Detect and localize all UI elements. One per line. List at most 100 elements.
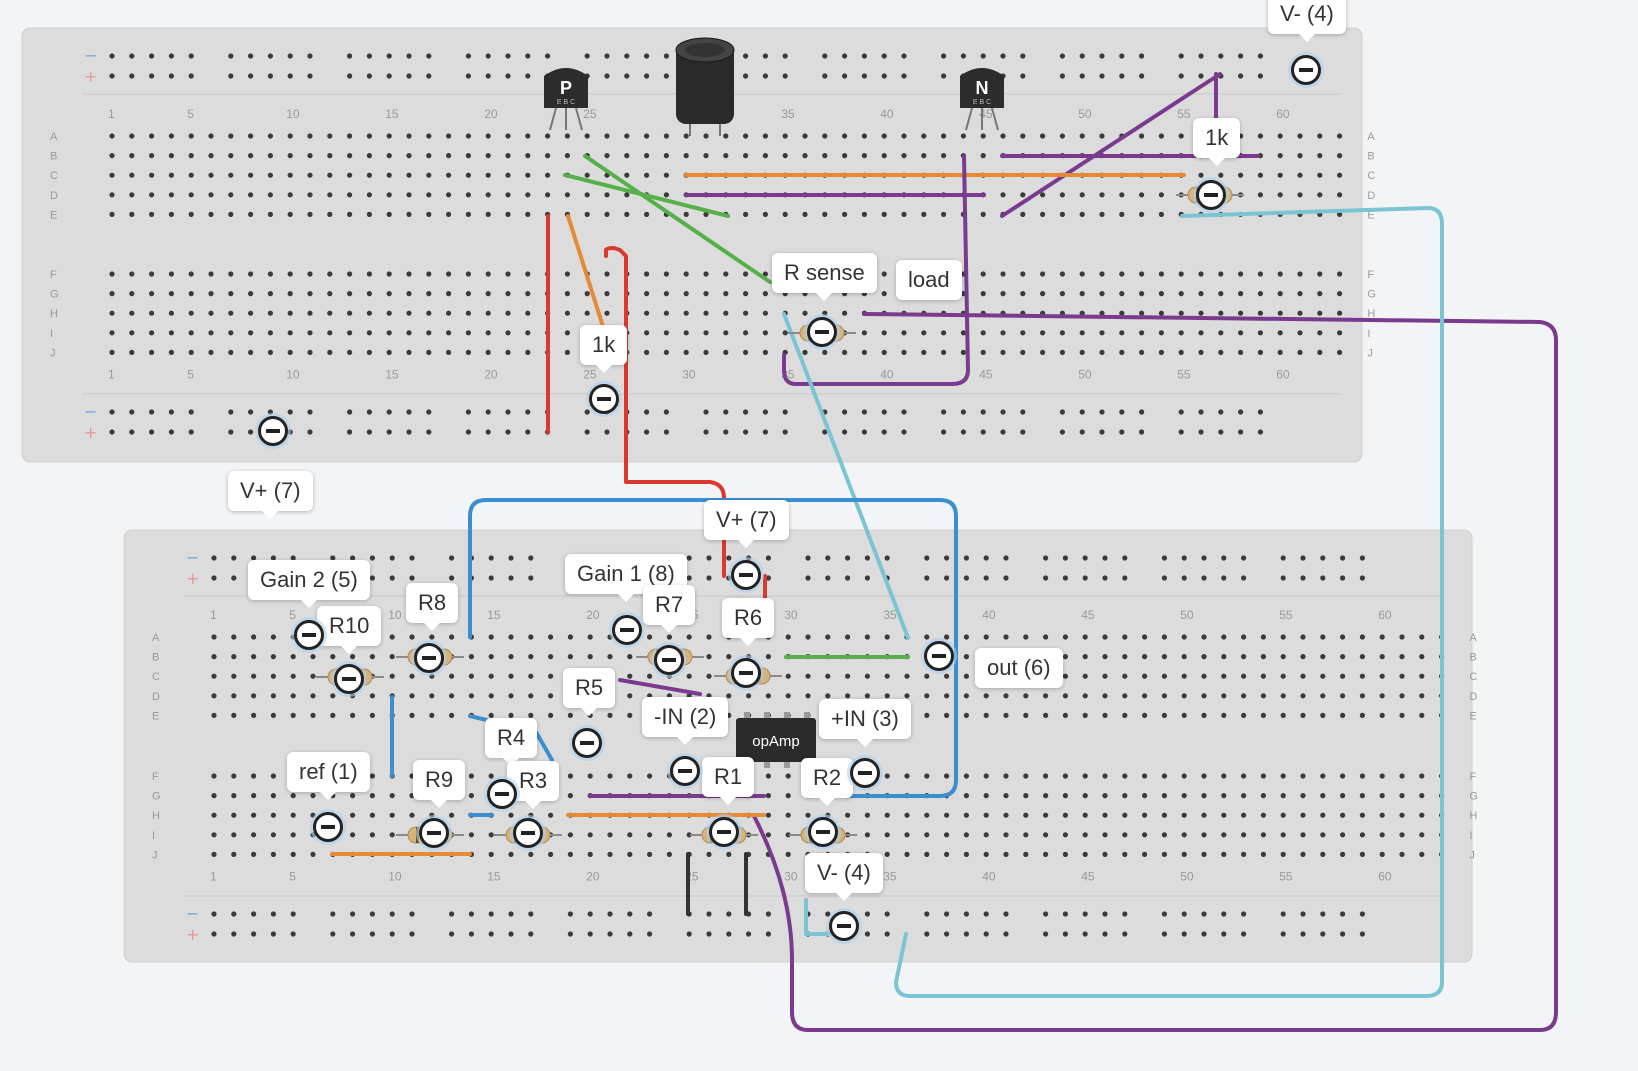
probe-gain2[interactable] xyxy=(294,620,324,650)
terminal-hole xyxy=(168,133,174,139)
probe-r2[interactable] xyxy=(808,817,838,847)
rail-hole xyxy=(525,73,531,79)
probe-v-plus-mid[interactable] xyxy=(731,560,761,590)
terminal-hole xyxy=(1221,812,1227,818)
probe-gain1[interactable] xyxy=(612,615,642,645)
row-letter-left: C xyxy=(152,671,160,683)
terminal-hole xyxy=(429,634,435,640)
rail-hole xyxy=(1198,409,1204,415)
terminal-hole xyxy=(228,330,234,336)
terminal-hole xyxy=(567,851,574,858)
terminal-hole xyxy=(901,211,907,217)
terminal-hole xyxy=(1059,192,1065,198)
rail-hole xyxy=(1062,555,1068,561)
terminal-hole xyxy=(505,310,511,316)
terminal-hole xyxy=(208,172,214,178)
terminal-hole xyxy=(369,812,375,818)
probe-r7[interactable] xyxy=(654,645,684,675)
terminal-hole xyxy=(1379,693,1385,699)
probe-plus-in[interactable] xyxy=(850,758,880,788)
terminal-hole xyxy=(1297,330,1303,336)
rail-hole xyxy=(369,575,375,581)
rail-hole xyxy=(1218,429,1224,435)
probe-r8[interactable] xyxy=(414,643,444,673)
terminal-hole xyxy=(1119,211,1125,217)
terminal-hole xyxy=(963,654,970,660)
terminal-hole xyxy=(548,812,554,818)
terminal-hole xyxy=(644,153,650,159)
terminal-hole xyxy=(1359,773,1365,779)
probe-1k-mid[interactable] xyxy=(589,384,619,414)
terminal-hole xyxy=(525,291,531,297)
rail-hole xyxy=(389,575,395,581)
rail-hole xyxy=(1119,53,1125,59)
terminal-hole xyxy=(723,271,729,277)
probe-r9[interactable] xyxy=(419,818,449,848)
terminal-hole xyxy=(666,634,673,640)
rail-hole xyxy=(1082,911,1088,917)
terminal-hole xyxy=(765,654,772,660)
terminal-hole xyxy=(508,693,514,699)
terminal-hole xyxy=(1062,634,1068,640)
terminal-hole xyxy=(211,693,217,699)
rail-hole xyxy=(861,409,868,415)
wire-blue-loop xyxy=(468,498,958,798)
terminal-hole xyxy=(1062,693,1068,699)
rail-hole xyxy=(1079,409,1085,415)
row-letter-left: E xyxy=(152,710,159,722)
rail-hole xyxy=(805,555,811,561)
rail-hole xyxy=(389,911,395,917)
terminal-hole xyxy=(1020,211,1026,217)
probe-v-minus-top[interactable] xyxy=(1291,55,1321,85)
terminal-hole xyxy=(963,673,970,679)
rail-hole xyxy=(1300,575,1306,581)
probe-r-sense[interactable] xyxy=(807,317,837,347)
terminal-hole xyxy=(129,271,135,277)
terminal-hole xyxy=(168,172,174,178)
rail-hole xyxy=(211,931,217,937)
probe-v-plus-left[interactable] xyxy=(258,416,288,446)
terminal-hole xyxy=(310,673,316,679)
terminal-hole xyxy=(1297,153,1303,159)
terminal-hole xyxy=(980,133,986,139)
probe-r4[interactable] xyxy=(487,779,517,809)
probe-r10[interactable] xyxy=(334,664,364,694)
rail-hole xyxy=(449,911,455,917)
terminal-hole xyxy=(149,172,155,178)
rail-hole xyxy=(330,555,336,561)
rail-hole xyxy=(743,409,749,415)
rail-hole xyxy=(1280,911,1286,917)
column-number-top: 10 xyxy=(388,608,402,622)
terminal-hole xyxy=(211,673,217,679)
terminal-hole xyxy=(1297,172,1303,178)
rail-hole xyxy=(465,53,471,59)
terminal-hole xyxy=(1023,634,1029,640)
label-minus-in: -IN (2) xyxy=(642,697,729,745)
terminal-hole xyxy=(1257,133,1263,139)
terminal-hole xyxy=(663,330,670,336)
terminal-hole xyxy=(1257,310,1263,316)
rail-hole xyxy=(587,931,593,937)
probe-ref[interactable] xyxy=(313,812,343,842)
terminal-hole xyxy=(330,693,336,699)
probe-minus-in[interactable] xyxy=(670,756,700,786)
probe-1k-top[interactable] xyxy=(1196,180,1226,210)
probe-r5[interactable] xyxy=(572,728,602,758)
rail-hole xyxy=(644,409,650,415)
terminal-hole xyxy=(409,693,415,699)
terminal-hole xyxy=(1277,349,1283,355)
terminal-hole xyxy=(1161,654,1167,660)
terminal-hole xyxy=(1379,812,1385,818)
probe-v-minus-bottom[interactable] xyxy=(829,911,859,941)
rail-hole xyxy=(1320,555,1326,561)
rail-hole xyxy=(1000,429,1006,435)
rail-hole xyxy=(1161,575,1167,581)
probe-out[interactable] xyxy=(924,641,954,671)
probe-r1[interactable] xyxy=(709,817,739,847)
probe-r3[interactable] xyxy=(513,818,543,848)
rail-hole xyxy=(1198,429,1204,435)
rail-hole xyxy=(1161,931,1167,937)
row-letter-left: G xyxy=(50,289,59,301)
probe-r6[interactable] xyxy=(731,658,761,688)
terminal-hole xyxy=(822,310,828,316)
